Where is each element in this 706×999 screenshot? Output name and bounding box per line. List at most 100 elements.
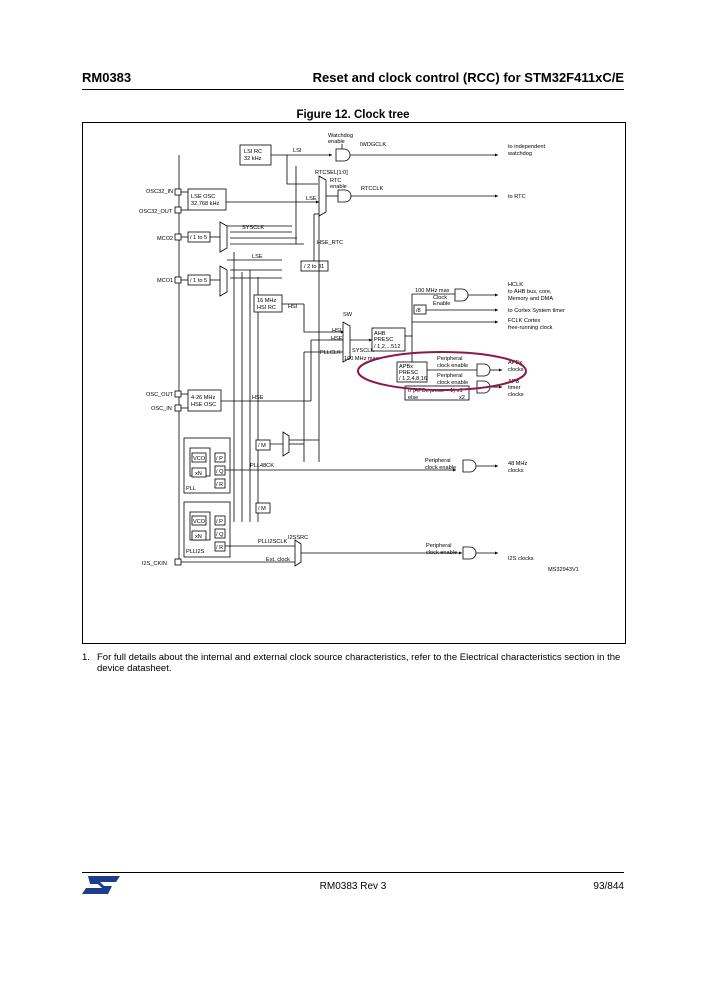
plli2s-label: PLLI2S [186, 549, 205, 555]
hse-osc-1: 4-26 MHz [191, 395, 215, 401]
lsi-rc-box [239, 144, 272, 166]
i2s-and-gate [462, 546, 477, 560]
i2s-ckin-pin [174, 558, 182, 566]
to-rtc-label: to RTC [508, 194, 526, 200]
hse-rtc-label: HSE_RTC [317, 240, 343, 246]
apbx-clocks-1: APBx [508, 360, 522, 366]
cortex-timer-label: to Cortex System timer [508, 308, 565, 314]
sw-hse-label: HSE [331, 336, 343, 342]
figure-ref-label: MS32943V1 [548, 567, 579, 573]
iwdg-and-gate [335, 148, 351, 162]
hsi-rc-box [253, 294, 283, 313]
header-section-title: Reset and clock control (RCC) for STM32F… [312, 70, 624, 85]
periph-enable-i2s-1: Peripheral [426, 543, 452, 549]
plli2s-r-label: / R [216, 545, 223, 551]
rtcsel-label: RTCSEL[1:0] [315, 170, 348, 176]
apbx-presc-box [396, 361, 428, 383]
enable-label: Enable [433, 301, 450, 307]
to-watchdog-2: watchdog [507, 151, 532, 157]
pll-r-label: / R [216, 482, 223, 488]
periph-enable-48-1: Peripheral [425, 458, 451, 464]
lse-osc-2: 32.768 kHz [191, 201, 219, 207]
osc32-out-pin [174, 206, 182, 214]
pll-m-box [255, 439, 271, 451]
hclk-2: to AHB bus, core, [508, 289, 552, 295]
sysclk-label: SYSCLK [242, 225, 264, 231]
apbx-and-gate [476, 363, 491, 377]
lsi-rc-label-2: 32 kHz [244, 156, 262, 162]
sysclk-max-1: SYSCLK [352, 348, 374, 354]
osc-out-label: OSC_OUT [146, 392, 174, 398]
lse-osc-box [187, 188, 227, 211]
ahb-presc-3: / 1,2,...512 [374, 344, 400, 350]
plli2s-vco-label: VCO [193, 519, 206, 525]
rtc-and-gate [337, 189, 352, 203]
rtc-enable-1: RTC [330, 178, 341, 184]
div8-box [413, 304, 427, 315]
osc-in-label: OSC_IN [151, 406, 172, 412]
footer-page-number: 93/844 [593, 881, 624, 892]
fclk-2: free-running clock [508, 325, 553, 331]
plli2s-vco-box [191, 515, 207, 526]
plli2s-q-label: / Q [216, 532, 224, 538]
hse-osc-2: HSE OSC [191, 402, 216, 408]
plli2s-p-label: / P [216, 519, 223, 525]
rtc-enable-2: enable [330, 184, 347, 190]
mhz48-clocks-1: 48 MHz [508, 461, 527, 467]
lsi-rc-label-1: LSI RC [244, 149, 262, 155]
pll-q-label: / Q [216, 469, 224, 475]
hse-rtc-div-box [300, 260, 329, 272]
osc-in-pin [174, 404, 182, 412]
pll-vco-label: VCO [193, 456, 206, 462]
sysclk-max-2: 100 MHz max [344, 356, 379, 362]
hse-rtc-div-label: / 2 to 31 [304, 264, 324, 270]
pll-vco-box [191, 452, 207, 463]
sw-label: SW [343, 312, 353, 318]
apb-timer-3: clocks [508, 392, 524, 398]
to-watchdog-1: to independent [508, 144, 545, 150]
mco2-div-label: / 1 to 5 [190, 235, 207, 241]
figure-frame [82, 122, 626, 644]
footnote-text: For full details about the internal and … [97, 652, 621, 674]
hse-label: HSE [252, 395, 264, 401]
apbx-presc-1: APBx [399, 364, 413, 370]
osc32-in-pin [174, 188, 182, 196]
footnote-number: 1. [82, 652, 90, 663]
header-doc-id: RM0383 [82, 70, 132, 85]
i2s-mux [294, 539, 302, 567]
apbx-presc-2: PRESC [399, 370, 418, 376]
apb-timer-2: timer [508, 385, 521, 391]
footer-rule [82, 872, 624, 873]
figure-title: Figure 12. Clock tree [296, 109, 410, 121]
mco2-label: MCO2 [157, 236, 173, 242]
pll-label: PLL [186, 486, 196, 492]
sw-mux [342, 321, 351, 363]
st-logo-icon [82, 876, 120, 894]
ahb-presc-box [371, 327, 406, 352]
clock-label: Clock [433, 295, 447, 301]
hclk-3: Memory and DMA [508, 296, 553, 302]
ahb-presc-1: AHB [374, 331, 386, 337]
apbx-presc-3: / 1,2,4,8,16 [399, 376, 427, 382]
mco1-pin [174, 276, 182, 284]
hsi-rc-2: HSI RC [257, 305, 276, 311]
hclk-1: HCLK [508, 282, 523, 288]
osc-out-pin [174, 390, 182, 398]
footer-doc-rev: RM0383 Rev 3 [319, 881, 387, 892]
hclk-and-gate [454, 288, 469, 302]
clock-tree-diagram: LSI RC 32 kHz LSI Watchdog enable IWDGCL… [139, 133, 579, 573]
plli2s-r-box [214, 541, 226, 552]
fclk-1: FCLK Cortex [508, 318, 541, 324]
pll-m-label: / M [258, 443, 266, 449]
iwdgclk-label: IWDGCLK [360, 142, 386, 148]
osc32-in-label: OSC32_IN [146, 189, 173, 195]
mco2-mux [219, 221, 228, 253]
mco1-mux [219, 265, 228, 297]
mco2-pin [174, 233, 182, 241]
mhz100-max-label: 100 MHz max [415, 288, 450, 294]
rtc-mux [318, 175, 327, 217]
mco1-div-label: / 1 to 5 [190, 278, 207, 284]
watchdog-enable-1: Watchdog [328, 133, 353, 139]
apbx-clocks-2: clocks [508, 367, 524, 373]
lse-mco-label: LSE [252, 254, 263, 260]
